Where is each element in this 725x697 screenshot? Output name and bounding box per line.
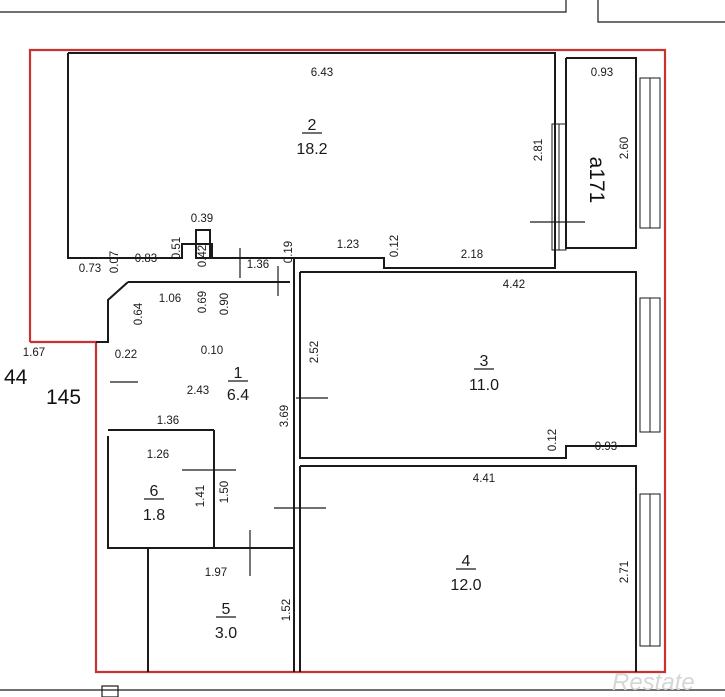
dim-label: 1.50 (219, 481, 231, 503)
interior-walls (67, 52, 637, 672)
dim-label: 0.69 (197, 291, 209, 313)
dim-label: 0.10 (201, 345, 223, 357)
dim-label: 2.60 (619, 137, 631, 159)
dim-label: 4.41 (473, 473, 495, 485)
dim-label: 0.19 (283, 241, 295, 263)
dim-label: 6.43 (311, 67, 333, 79)
dim-label: 0.12 (547, 429, 559, 451)
room-3-number: 3 (480, 353, 489, 370)
dim-label: 2.71 (619, 561, 631, 583)
dim-label: 1.67 (23, 347, 45, 359)
room-6-area: 1.8 (143, 507, 165, 524)
room-1-number: 1 (234, 365, 243, 382)
dim-label: 2.18 (461, 249, 483, 261)
room-3-area: 11.0 (469, 377, 499, 394)
dim-label: 1.26 (147, 449, 169, 461)
dim-label: 0.90 (219, 293, 231, 315)
room-2-number: 2 (308, 117, 317, 134)
dim-label: 0.42 (197, 245, 209, 267)
dim-label: 2.43 (187, 385, 209, 397)
outside-label-a: 44 (4, 366, 28, 389)
room-4-number: 4 (462, 553, 471, 570)
dim-label: 1.52 (281, 599, 293, 621)
dimension-labels: 6.43 0.93 2.81 2.60 0.39 0.51 0.42 0.07 … (23, 67, 631, 621)
room-labels: 2 18.2 1 6.4 3 11.0 4 12.0 5 3.0 6 1.8 (143, 117, 499, 642)
dim-label: 2.52 (309, 341, 321, 363)
room-4-area: 12.0 (450, 577, 481, 594)
room-2-area: 18.2 (296, 141, 327, 158)
door-marks (110, 221, 585, 576)
watermark: Restate (612, 669, 695, 696)
dim-label: 1.36 (247, 259, 269, 271)
dim-label: 2.81 (533, 139, 545, 161)
dim-label: 0.51 (171, 237, 183, 259)
dim-label: 1.97 (205, 567, 227, 579)
dim-label: 1.06 (159, 293, 181, 305)
windows (551, 77, 661, 647)
dim-label: 0.07 (109, 251, 121, 273)
dim-label: 0.22 (115, 349, 137, 361)
dim-label: 0.73 (79, 263, 101, 275)
outside-label-b: 145 (46, 386, 81, 409)
dim-label: 4.42 (503, 279, 525, 291)
dim-label: 3.69 (279, 405, 291, 427)
dim-label: 1.41 (195, 485, 207, 507)
dim-label: 0.83 (135, 253, 157, 265)
room-6-number: 6 (150, 483, 159, 500)
dim-label: 0.64 (133, 302, 145, 325)
apartment-outline (28, 48, 667, 674)
dim-label: 0.93 (595, 441, 617, 453)
dim-label: 0.39 (191, 213, 213, 225)
dim-label: 1.23 (337, 239, 359, 251)
dim-label: 0.93 (591, 67, 613, 79)
balcony-label: a171 (585, 157, 608, 204)
dim-label: 1.36 (157, 415, 179, 427)
dim-label: 0.12 (389, 235, 401, 257)
room-1-area: 6.4 (227, 387, 249, 404)
room-5-number: 5 (222, 601, 231, 618)
room-5-area: 3.0 (215, 625, 237, 642)
